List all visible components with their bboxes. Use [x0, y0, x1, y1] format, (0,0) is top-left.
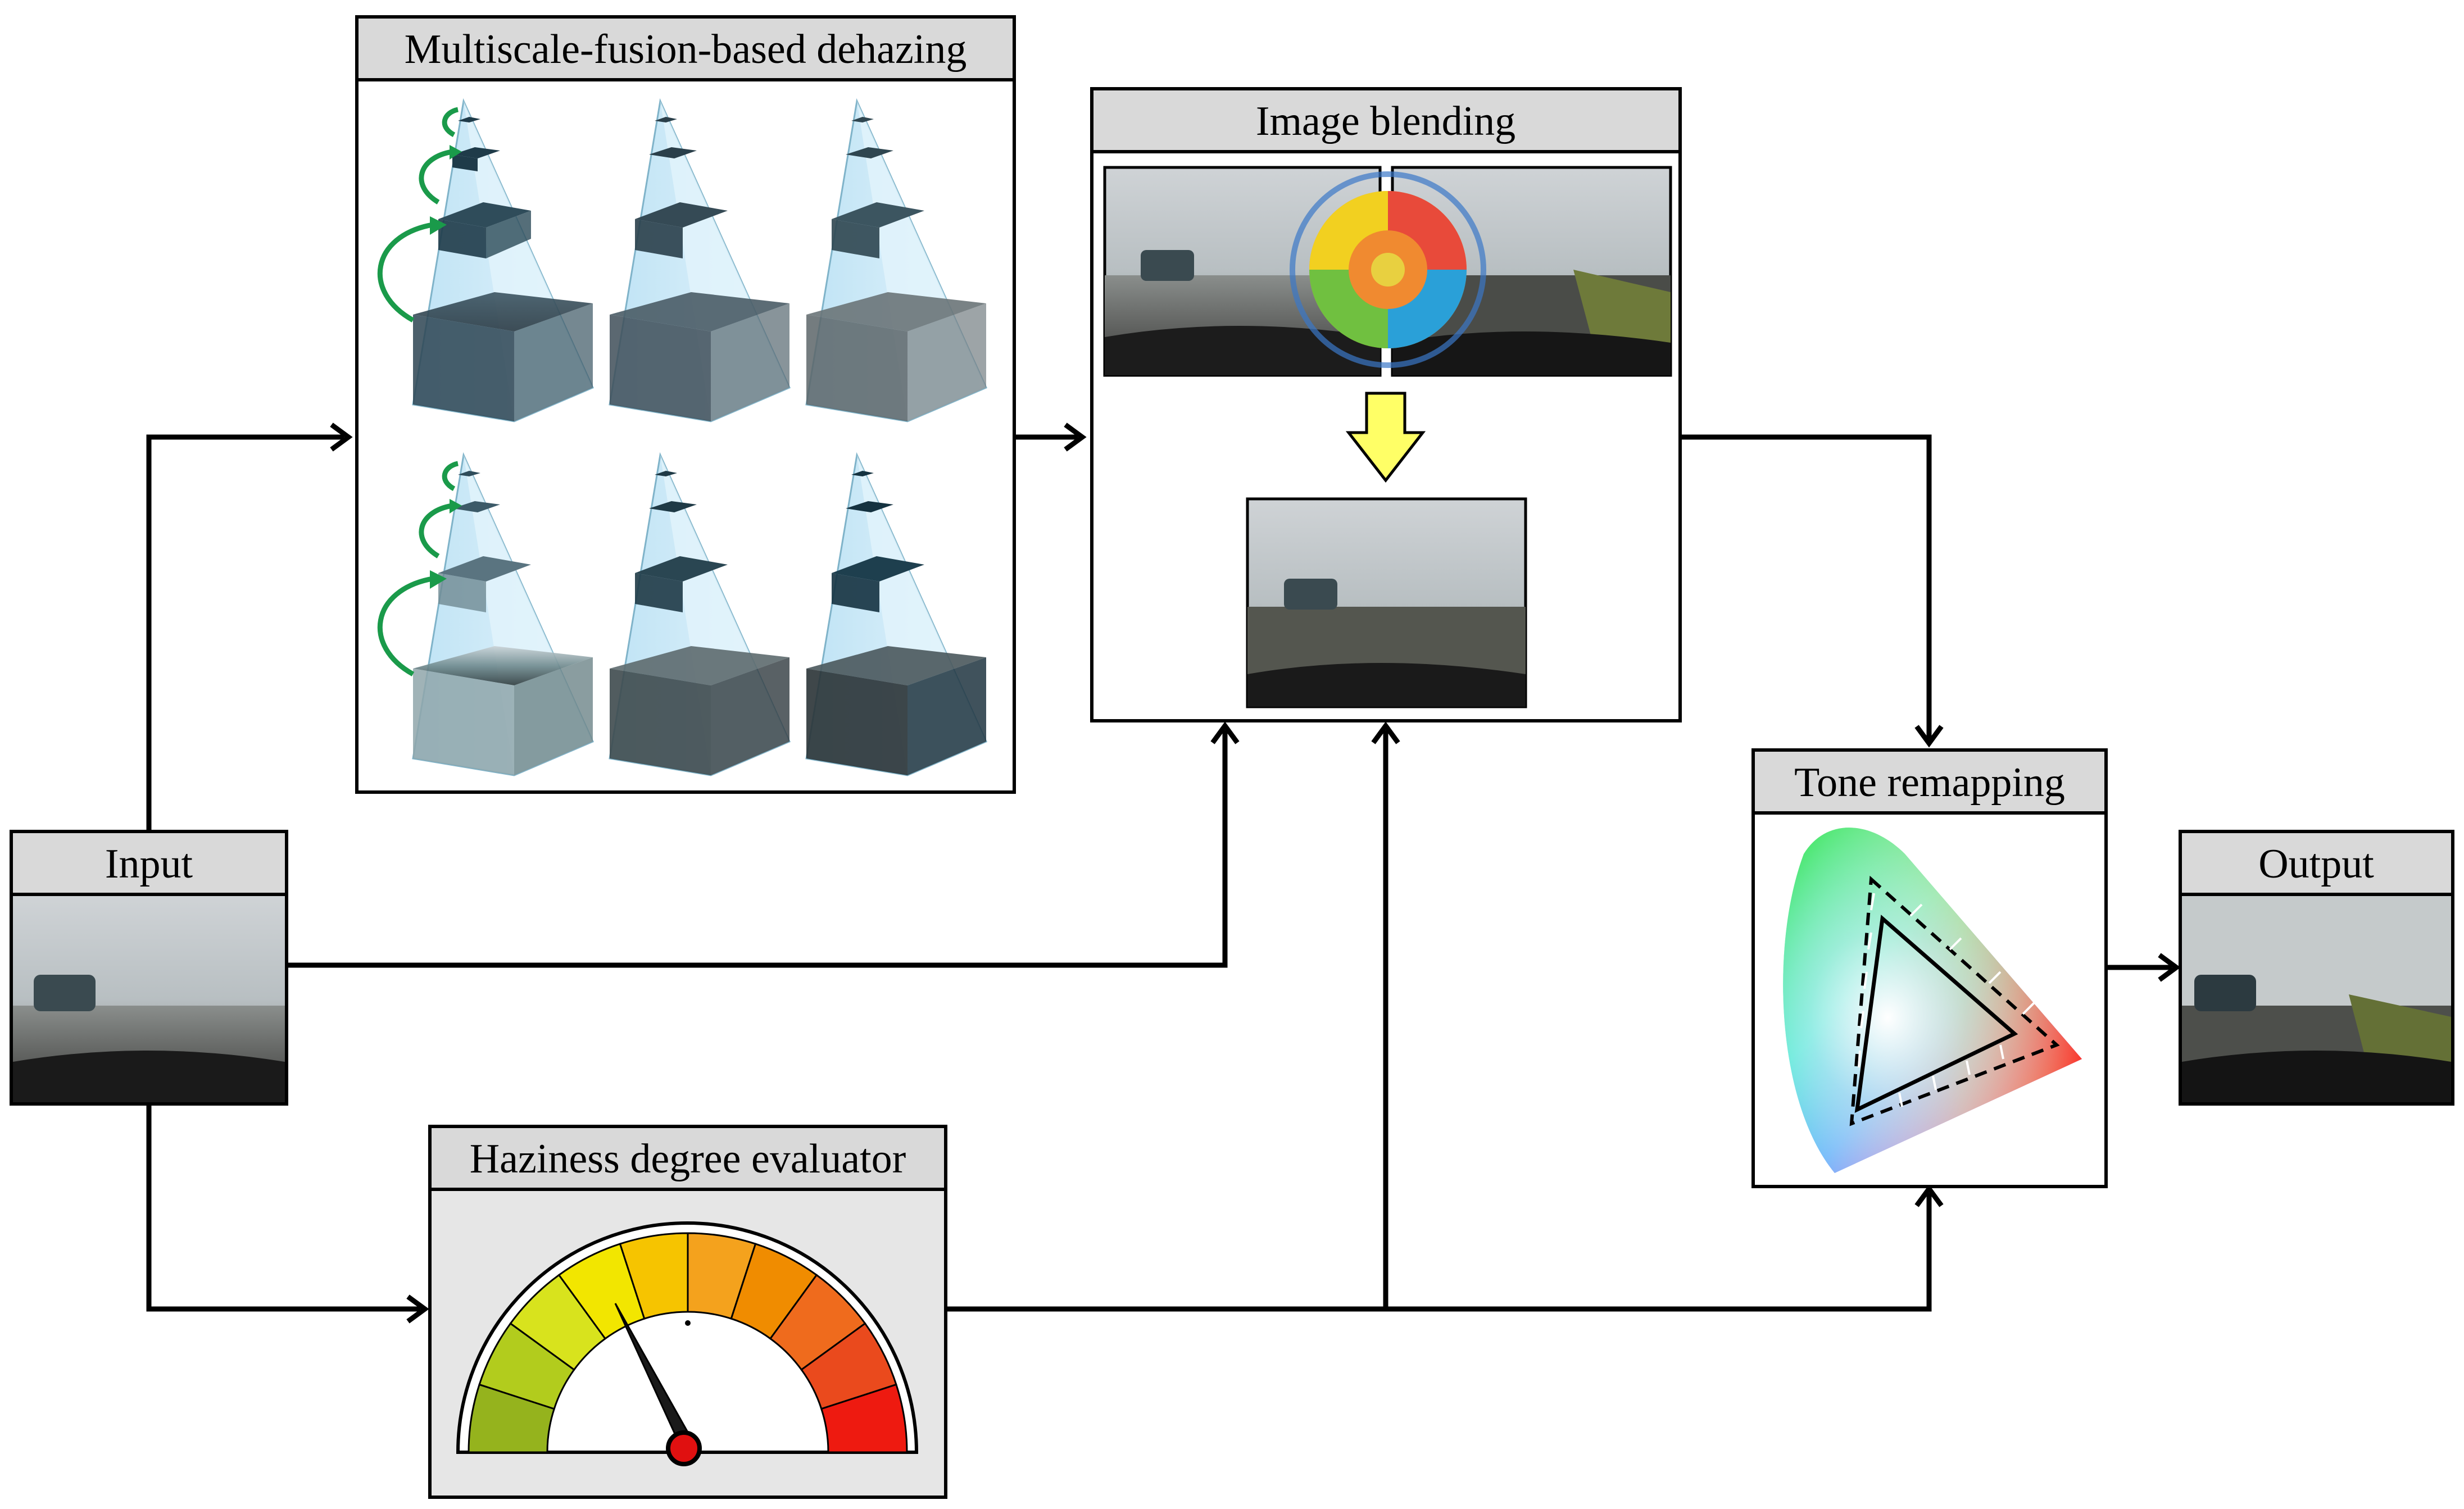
arrowhead [1914, 1184, 1944, 1207]
gauge-pivot [666, 1430, 702, 1466]
blending-block: Image blending [1090, 87, 1682, 722]
output-image [2182, 896, 2451, 1102]
arrowhead [406, 1294, 429, 1324]
pyramid-row-bottom [412, 452, 987, 776]
arrowhead [330, 422, 353, 452]
input-title: Input [105, 841, 193, 887]
blend-down-arrow [1345, 392, 1426, 483]
curved-arrowheads [430, 145, 462, 589]
pyramid [805, 452, 987, 776]
arrowhead [1371, 721, 1400, 744]
arrow-input-to-haziness [146, 1104, 420, 1312]
gauge-segment [820, 1383, 908, 1453]
output-header [2179, 830, 2454, 896]
gauge-tick-dot [685, 1320, 691, 1326]
arrowhead [1064, 422, 1087, 452]
arrow-input-to-blending [287, 730, 1228, 968]
arrowhead [1210, 721, 1240, 744]
arrow-haziness-to-tone [946, 1193, 1932, 1312]
curved-arrow [377, 576, 433, 676]
curved-arrow [442, 107, 459, 137]
gamut-inner-triangle [1854, 915, 2018, 1113]
tone-block: Tone remapping [1751, 748, 2108, 1188]
gauge-segments [468, 1232, 908, 1453]
multiscale-title: Multiscale-fusion-based dehazing [405, 26, 967, 72]
arrowheads [330, 422, 2181, 1324]
pyramid [805, 98, 987, 422]
haziness-title: Haziness degree evaluator [470, 1136, 906, 1182]
gamut-dashed-triangle [1849, 875, 2060, 1126]
curved-arrow [442, 461, 459, 491]
arrowhead [2158, 953, 2181, 982]
output-block: Output [2179, 830, 2454, 1106]
pyramid [412, 452, 594, 776]
arrowhead [1914, 725, 1944, 748]
output-title: Output [2258, 841, 2374, 887]
arrow-blending-to-tone [1680, 434, 1932, 739]
input-header [10, 830, 288, 896]
gamut-arrows [1858, 893, 2035, 1107]
haziness-header [428, 1125, 947, 1191]
blend-input-image-right [1391, 166, 1672, 377]
pyramid-row-top [412, 98, 987, 422]
tone-header [1751, 748, 2108, 815]
curved-arrow [377, 222, 433, 322]
blend-swirl-icon [1290, 171, 1486, 368]
pyramid [609, 98, 791, 422]
input-block: Input [10, 830, 288, 1106]
connector-lines [146, 434, 2172, 1312]
haziness-block: Haziness degree evaluator [428, 1125, 947, 1499]
multiscale-block: Multiscale-fusion-based dehazing [355, 15, 1016, 794]
tone-title: Tone remapping [1794, 760, 2065, 806]
multiscale-header [355, 15, 1016, 81]
input-image [13, 896, 285, 1102]
blending-title: Image blending [1256, 98, 1515, 144]
curved-arrow [419, 149, 453, 204]
blending-header [1090, 87, 1682, 153]
blend-output-image [1246, 497, 1527, 708]
pyramid [609, 452, 791, 776]
curved-arrow [419, 503, 453, 558]
curved-arrows [377, 107, 459, 676]
arrow-input-to-multiscale [146, 434, 344, 831]
pyramid [412, 98, 594, 422]
chromaticity-diagram [1783, 828, 2082, 1173]
